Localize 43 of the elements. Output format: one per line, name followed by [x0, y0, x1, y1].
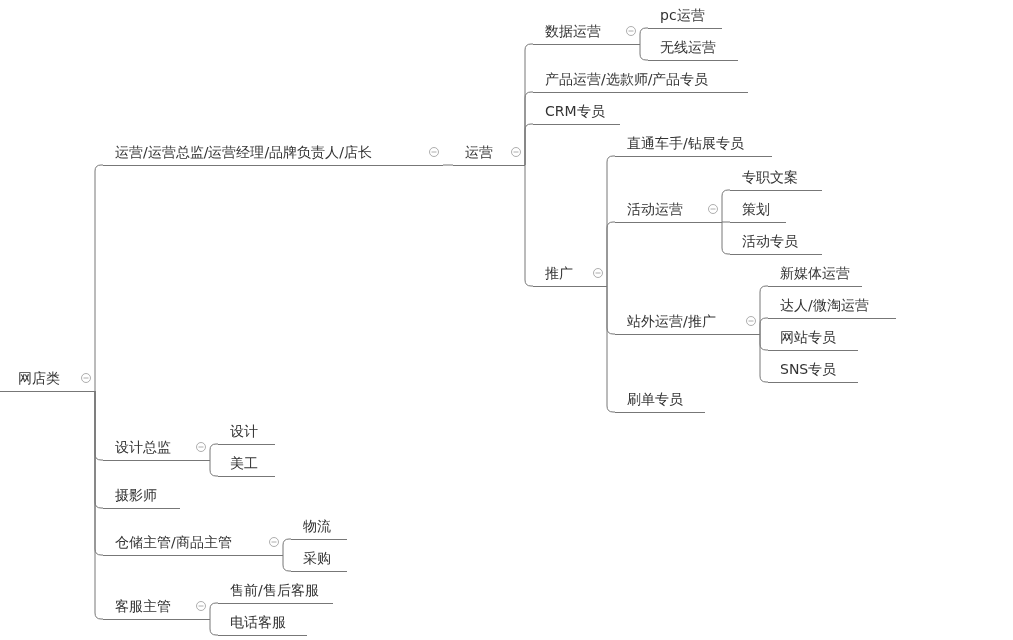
connector-line	[209, 602, 219, 620]
connector-line	[721, 221, 731, 223]
topic-label: 策划	[742, 200, 770, 218]
topic-label: 推广	[545, 264, 573, 282]
topic-label: 活动专员	[742, 232, 798, 250]
topic-label: 网站专员	[780, 328, 836, 346]
topic-label: 运营	[465, 143, 493, 161]
connector-line	[606, 221, 616, 287]
topic-label: 无线运营	[660, 38, 716, 56]
connector-line	[442, 164, 454, 166]
topic-label: 活动运营	[627, 200, 683, 218]
connector-line	[282, 538, 292, 556]
topic-label: 新媒体运营	[780, 264, 850, 282]
topic-label: 摄影师	[115, 486, 157, 504]
connector-line	[524, 123, 534, 166]
connector-line	[209, 459, 219, 477]
topic-label: 达人/微淘运营	[780, 296, 869, 314]
topic-label: pc运营	[660, 6, 705, 24]
topic-label: 设计	[230, 422, 258, 440]
topic-label: 美工	[230, 454, 258, 472]
topic-label: 站外运营/推广	[627, 312, 716, 330]
topic-label: 直通车手/钻展专员	[627, 134, 744, 152]
connector-line	[759, 317, 769, 335]
topic-label: SNS专员	[780, 360, 837, 378]
topic-label: 数据运营	[545, 22, 601, 40]
topic-label: 仓储主管/商品主管	[115, 533, 232, 551]
topic-label: 采购	[303, 549, 331, 567]
connector-line	[209, 618, 219, 636]
topic-label: CRM专员	[545, 102, 605, 120]
topic-label: 售前/售后客服	[230, 581, 319, 599]
topic-label: 电话客服	[230, 613, 286, 631]
connector-line	[282, 554, 292, 572]
topic-label: 产品运营/选款师/产品专员	[545, 70, 709, 88]
topic-label: 物流	[303, 517, 331, 535]
connector-line	[639, 43, 649, 61]
connector-line	[639, 27, 649, 45]
topic-label: 运营/运营总监/运营经理/品牌负责人/店长	[115, 143, 372, 161]
topic-label: 刷单专员	[627, 390, 683, 408]
topic-label: 设计总监	[115, 438, 171, 456]
topic-label: 网店类	[18, 369, 60, 387]
connector-line	[209, 443, 219, 461]
topic-label: 专职文案	[742, 168, 798, 186]
topic-label: 客服主管	[115, 597, 171, 615]
